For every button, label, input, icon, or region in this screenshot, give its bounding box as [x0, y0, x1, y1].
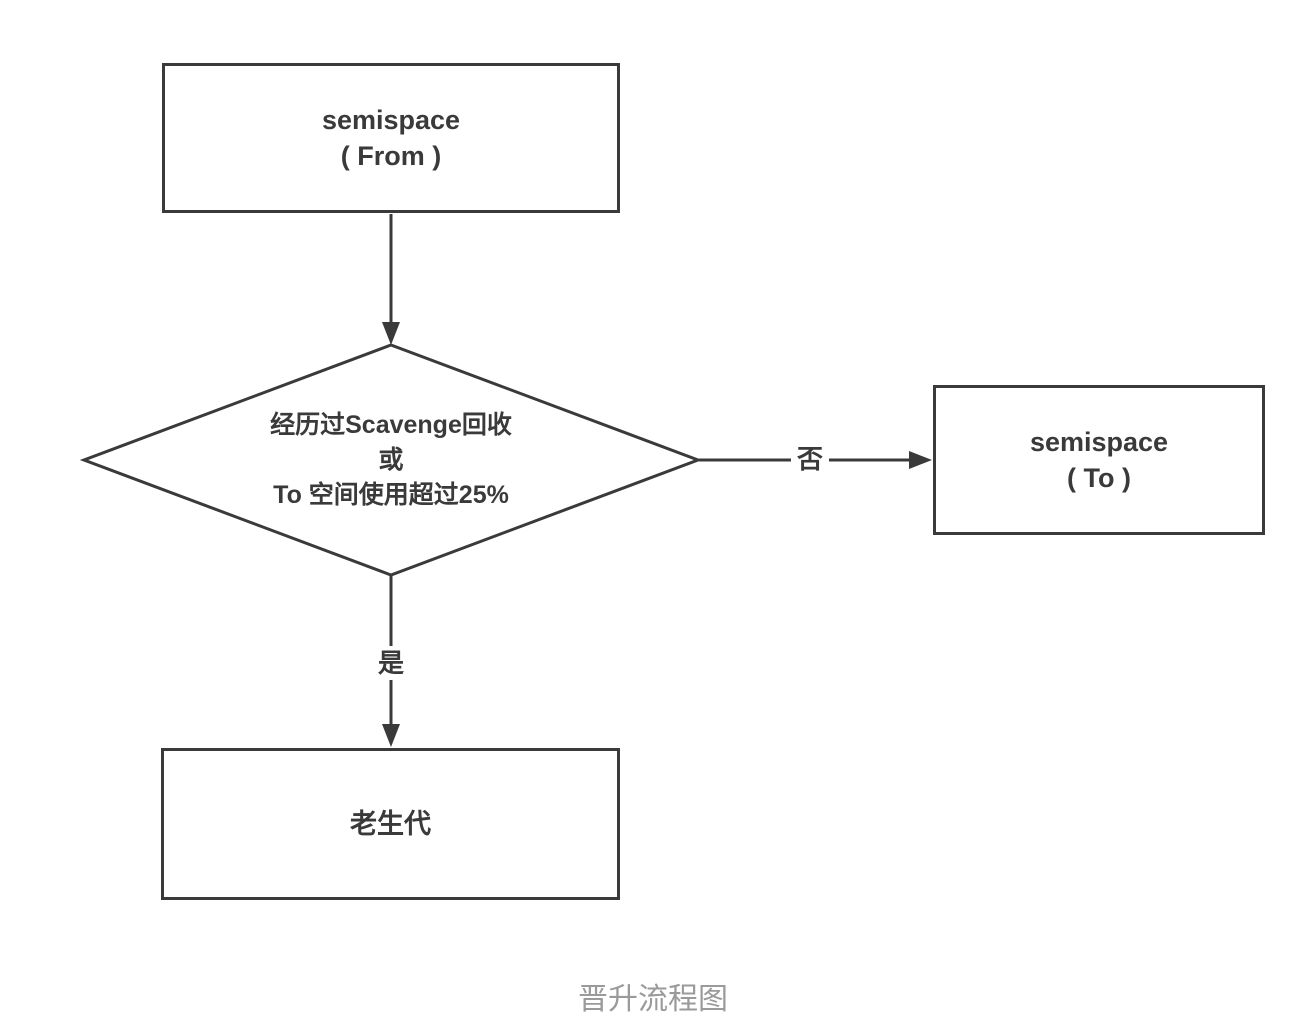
decision-line-1: 经历过Scavenge回收 — [270, 411, 512, 439]
node-title: 老生代 — [350, 809, 431, 839]
arrowhead-down-icon — [382, 322, 400, 345]
node-title: semispace — [1029, 427, 1169, 457]
node-semispace-from: semispace ( From ) — [162, 63, 620, 213]
arrow-from-to-decision — [382, 214, 400, 345]
arrowhead-right-icon — [909, 451, 932, 469]
node-title: semispace — [321, 105, 461, 135]
edge-label-yes: 是 — [371, 646, 411, 680]
decision-line-2: 或 — [378, 446, 404, 474]
node-subtitle: ( From ) — [340, 141, 442, 171]
node-old-generation: 老生代 — [161, 748, 620, 900]
decision-line-3: To 空间使用超过25% — [273, 481, 509, 509]
node-decision-text: 经历过Scavenge回收 或 To 空间使用超过25% — [84, 408, 698, 513]
decision-diamond-shape — [79, 343, 703, 577]
node-subtitle: ( To ) — [1067, 463, 1131, 493]
node-semispace-to: semispace ( To ) — [933, 385, 1265, 535]
edge-label-no: 否 — [790, 442, 830, 476]
diagram-caption: 晋升流程图 — [578, 983, 728, 1016]
arrowhead-down-icon — [382, 724, 400, 747]
